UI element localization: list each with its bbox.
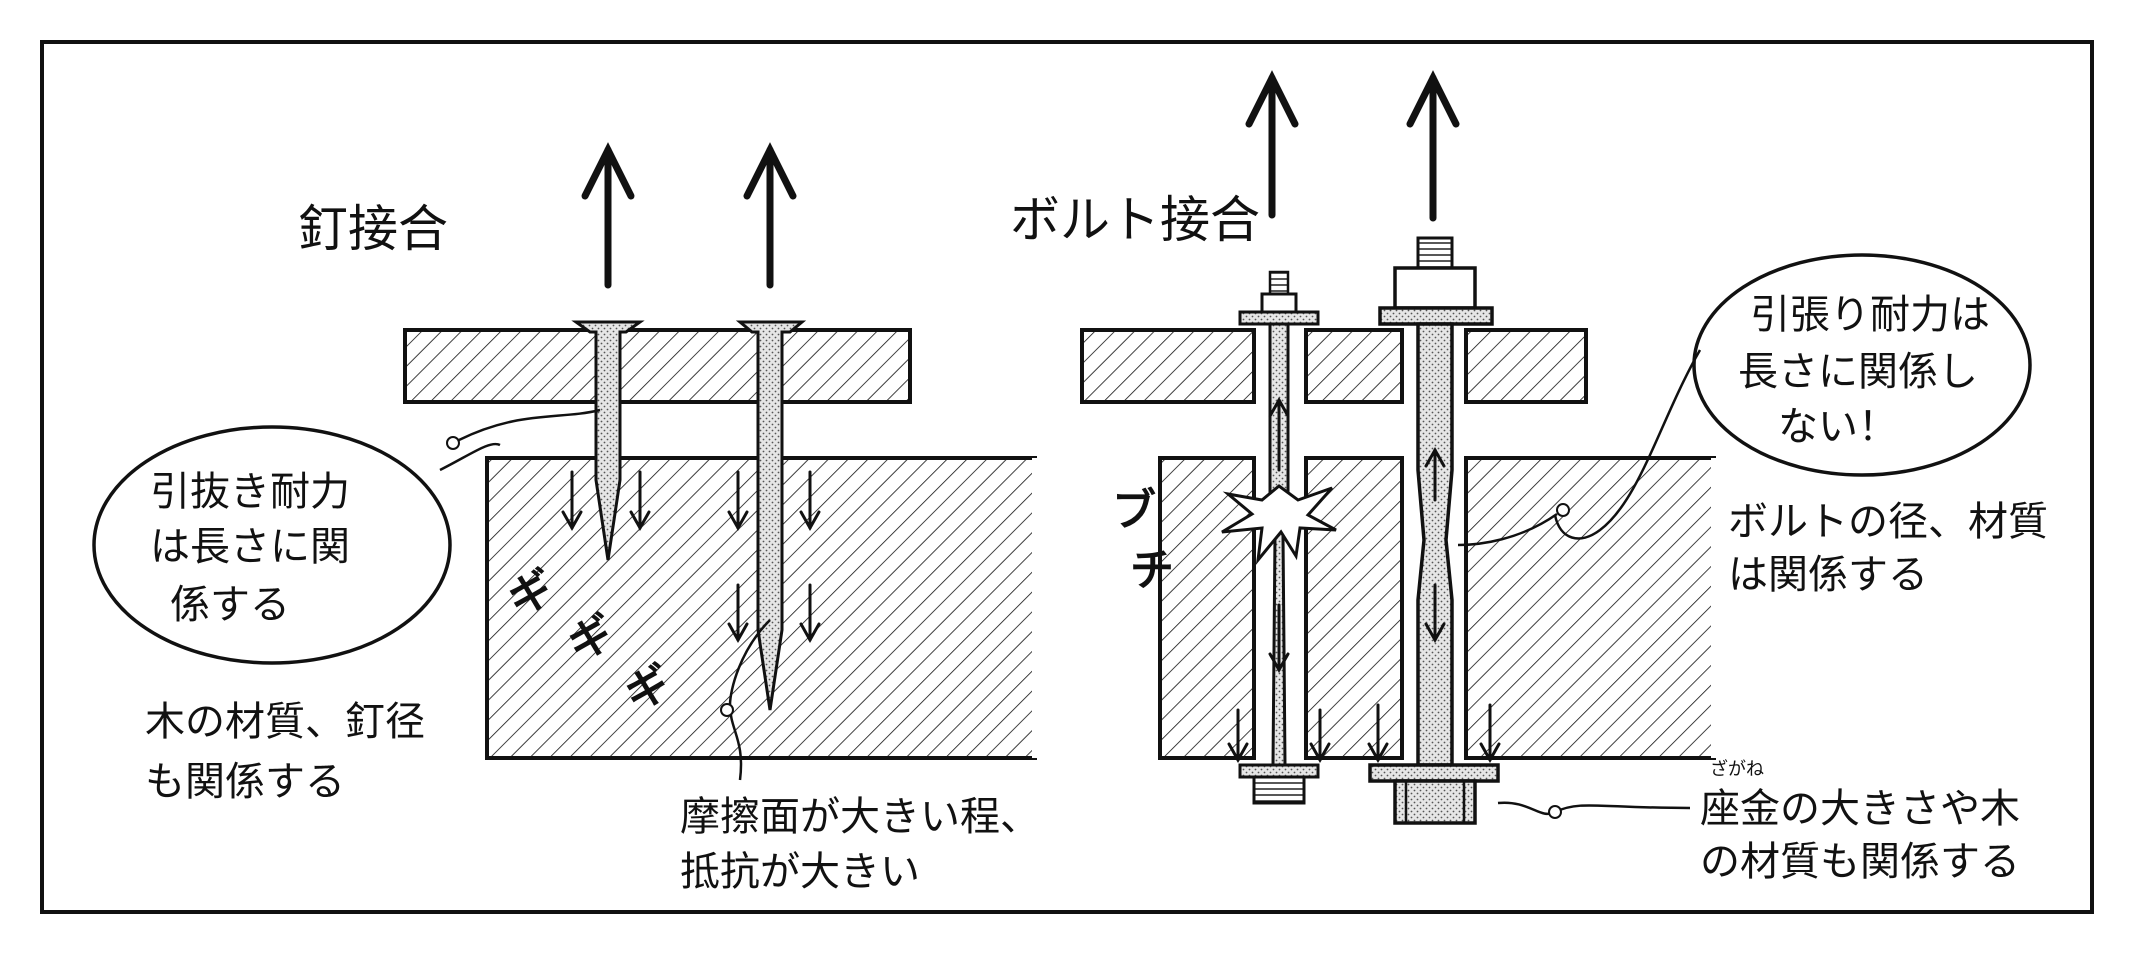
sfx-bu: ブ: [1112, 485, 1156, 536]
down-arrow-icon: [1309, 708, 1331, 764]
nail-bubble-line-3: 係する: [170, 582, 290, 628]
down-arrow-icon: [799, 583, 821, 644]
bolt-top-board-left: [1080, 328, 1256, 404]
bolt-top-board-mid: [1304, 328, 1404, 404]
up-arrow-icon: [1424, 446, 1446, 502]
thick-bolt: [1368, 236, 1500, 825]
friction-line-2: 抵抗が大きい: [680, 849, 920, 895]
down-arrow-icon: [1227, 708, 1249, 764]
washer-ruby: ざがね: [1710, 758, 1764, 780]
down-arrow-icon: [1424, 583, 1446, 644]
nail-joint-title: 釘接合: [298, 200, 448, 258]
down-arrow-icon: [727, 583, 749, 644]
bolt-note-line-1: ボルトの径、材質: [1728, 499, 2048, 545]
up-arrow-icon: [1268, 396, 1290, 472]
bolt-wood-block-mid: [1304, 456, 1404, 760]
burst-icon: [1221, 484, 1337, 565]
washer-line-1: 座金の大きさや木: [1700, 786, 2020, 832]
bolt-wood-block-right: [1464, 456, 1716, 760]
bolt-joint-figure: ボルト接合 ブ チ: [1010, 70, 2048, 885]
down-arrow-icon: [629, 470, 651, 532]
bolt-bubble: [1692, 253, 2032, 477]
nail-bubble-line-2: は長さに関: [150, 524, 350, 570]
down-arrow-icon: [1268, 603, 1290, 674]
up-arrow-icon: [1245, 70, 1299, 219]
down-arrow-icon: [727, 470, 749, 532]
down-arrow-icon: [799, 470, 821, 532]
up-arrow-icon: [581, 142, 635, 289]
washer-line-2: の材質も関係する: [1700, 839, 2020, 885]
bolt-wood-block-left: [1158, 456, 1256, 760]
up-arrow-icon: [1406, 70, 1460, 222]
nail-note-line-2: も関係する: [145, 759, 345, 805]
nail-bubble: [92, 425, 452, 665]
down-arrow-icon: [1479, 703, 1501, 764]
bolt-note-line-2: は関係する: [1728, 552, 1928, 598]
nail-note-line-1: 木の材質、釘径: [145, 699, 425, 745]
nail-1: [571, 320, 645, 561]
friction-line-1: 摩擦面が大きい程、: [680, 794, 1040, 840]
down-arrow-icon: [561, 470, 583, 532]
nail-bubble-line-1: 引抜き耐力: [150, 469, 350, 515]
up-arrow-icon: [743, 142, 797, 289]
nail-joint-figure: 釘接合 ギ: [92, 142, 1040, 895]
bolt-bubble-line-1: 引張り耐力は: [1750, 292, 1990, 338]
down-arrow-icon: [1367, 703, 1389, 764]
nail-2: [735, 320, 807, 711]
bolt-bubble-line-3: ない！: [1778, 404, 1898, 450]
bolt-bubble-line-2: 長さに関係し: [1738, 349, 1978, 395]
top-board: [403, 328, 912, 404]
bolt-joint-title: ボルト接合: [1010, 191, 1260, 249]
bolt-top-board-right: [1464, 328, 1588, 404]
panel-frame: [40, 40, 2094, 914]
sfx-chi: チ: [1130, 545, 1174, 596]
